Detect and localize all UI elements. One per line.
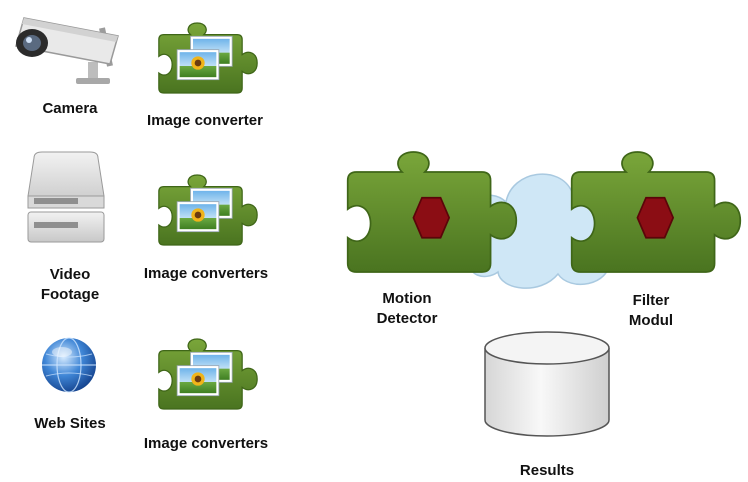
converter-label-1: Image converter	[147, 112, 263, 129]
results-label: Results	[519, 462, 575, 479]
globe-icon	[42, 337, 96, 393]
security-camera-icon	[15, 17, 119, 84]
motion-detector-label-line2: Detector	[376, 310, 438, 327]
hexagon-icon	[412, 196, 451, 239]
filter-module-label-line2: Modul	[628, 312, 674, 329]
hexagon-icon	[636, 196, 675, 239]
converter-label-2: Image converters	[143, 265, 269, 282]
sunflower-icon	[191, 208, 205, 222]
source-label-video-line2: Footage	[40, 286, 100, 303]
source-label-video-line1: Video	[49, 266, 91, 283]
motion-detector-puzzle	[346, 151, 518, 273]
sunflower-icon	[191, 56, 205, 70]
filter-module-label-line1: Filter	[632, 292, 670, 309]
results-database-icon	[484, 331, 610, 437]
source-label-web-sites: Web Sites	[34, 415, 106, 432]
sunflower-icon	[191, 372, 205, 386]
motion-detector-label-line1: Motion	[382, 290, 432, 307]
converter-label-3: Image converters	[143, 435, 269, 452]
image-converter-puzzle-1	[158, 22, 258, 94]
image-converter-puzzle-2	[158, 174, 258, 246]
hard-drive-icon	[27, 151, 105, 243]
image-converter-puzzle-3	[158, 338, 258, 410]
filter-module-puzzle	[570, 151, 742, 273]
source-label-camera: Camera	[42, 100, 98, 117]
